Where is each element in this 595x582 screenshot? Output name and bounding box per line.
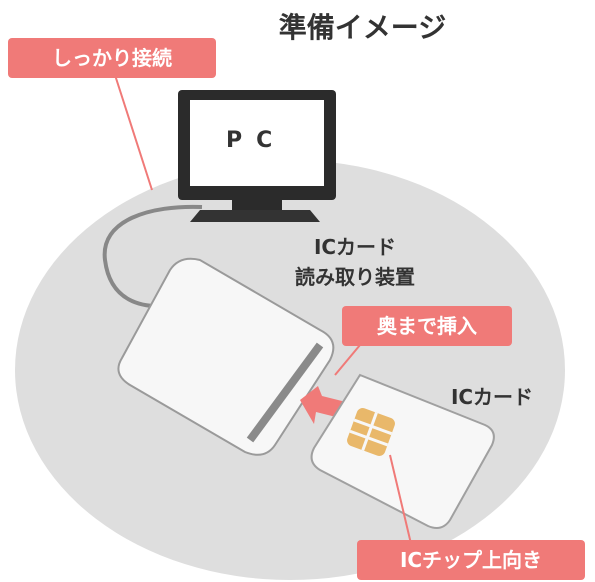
card-reader — [117, 257, 335, 456]
reader-label-line2: 読み取り装置 — [295, 265, 415, 289]
reader-label-line1: ICカード — [313, 235, 397, 259]
pc-monitor — [178, 90, 336, 222]
pc-label: PC — [226, 128, 287, 153]
connect-badge: しっかり接続 — [8, 38, 216, 78]
insert-pointer — [334, 344, 361, 376]
connect-pointer — [114, 74, 153, 191]
chip-up-badge: ICチップ上向き — [357, 540, 585, 580]
page-title: 準備イメージ — [278, 11, 447, 44]
insert-badge: 奥まで挿入 — [342, 306, 512, 346]
chip-pointer — [389, 454, 413, 549]
card-label: ICカード — [450, 385, 534, 409]
usb-cable — [102, 204, 203, 309]
ic-card — [310, 373, 495, 529]
reader-label: ICカード 読み取り装置 — [260, 232, 450, 292]
ic-chip-icon — [347, 408, 395, 456]
